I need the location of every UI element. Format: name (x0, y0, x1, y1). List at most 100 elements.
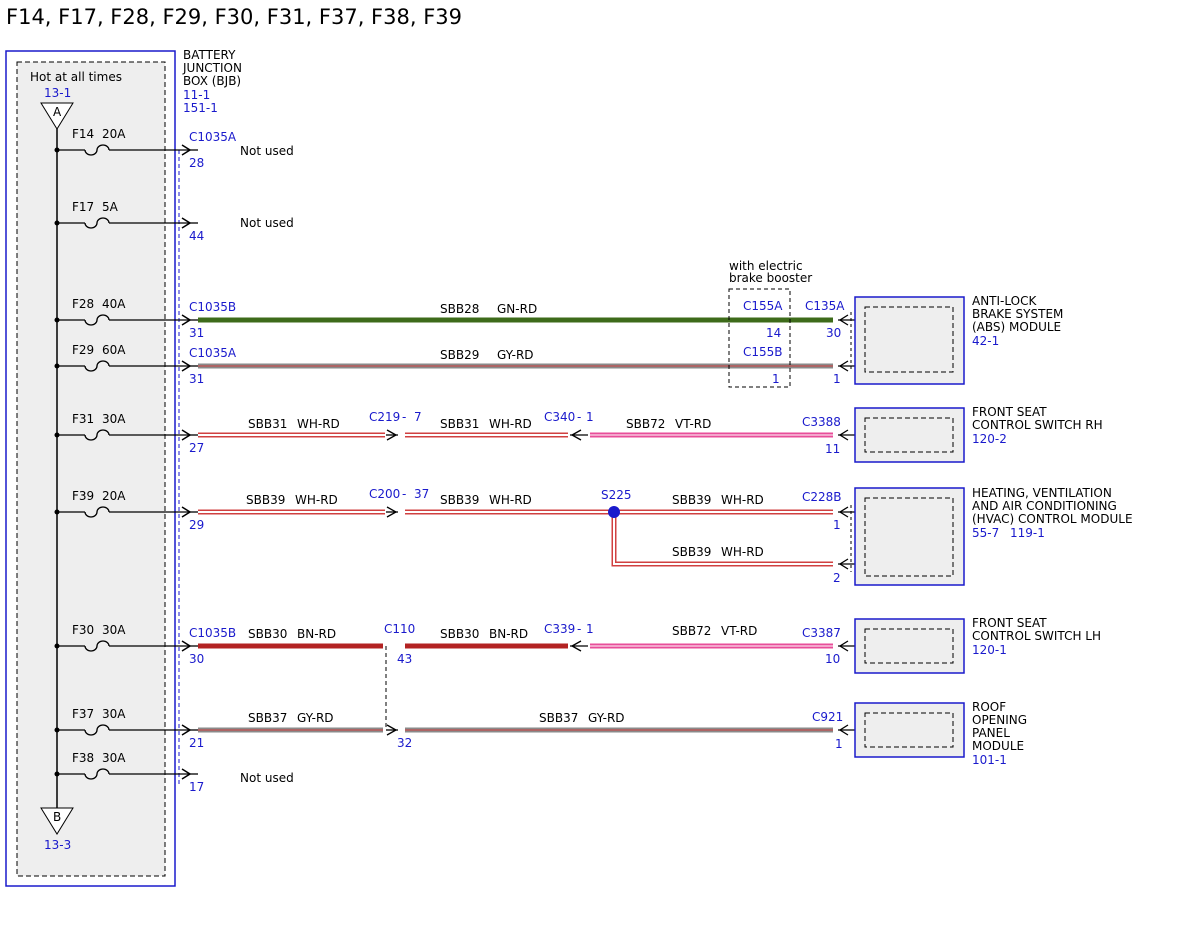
bjb-ref-1: 11-1 (183, 88, 210, 102)
splice-s225 (608, 506, 620, 518)
sbb39d-color: WH-RD (721, 545, 764, 559)
fuse-icon (84, 144, 110, 156)
sbb37b-circuit: SBB37 (539, 711, 578, 725)
c340-name: C340 (544, 410, 575, 424)
fuse-icon (84, 314, 110, 326)
c3388-name: C3388 (802, 415, 841, 429)
fuse-name: F31 (72, 412, 94, 426)
module-pins (838, 314, 855, 736)
fscs-lh-ref: 120-1 (972, 643, 1007, 657)
fuse-row-f37: F37 30A 21 (54, 707, 204, 750)
c219-sep: - (402, 410, 406, 424)
not-used-f17: Not used (240, 216, 294, 230)
fuse-name: F37 (72, 707, 94, 721)
bjb-connector-pin: 27 (189, 441, 204, 455)
bjb-name-3: BOX (BJB) (183, 74, 241, 88)
sbb29-color: GY-RD (497, 348, 534, 362)
c340-pin: 1 (586, 410, 594, 424)
fuse-name: F30 (72, 623, 94, 637)
fuse-rating: 30A (102, 707, 126, 721)
c155a-name: C155A (743, 299, 783, 313)
roof-name-3: PANEL (972, 726, 1010, 740)
source-letter-b: B (53, 810, 61, 824)
fscs-rh-name-2: CONTROL SWITCH RH (972, 418, 1103, 432)
hot-label: Hot at all times (30, 70, 122, 84)
bjb-ref-2: 151-1 (183, 101, 218, 115)
wire-sbb39-branch (611, 512, 833, 567)
hvac-name-1: HEATING, VENTILATION (972, 486, 1112, 500)
bottom-ref: 13-3 (44, 838, 71, 852)
c219-pin: 7 (414, 410, 422, 424)
bjb-connector-name: C1035B (189, 300, 236, 314)
fuse-icon (84, 724, 110, 736)
c200-sep: - (402, 487, 406, 501)
fuse-rating: 20A (102, 127, 126, 141)
bjb-connector-pin: 17 (189, 780, 204, 794)
c135a-pin-30: 30 (826, 326, 841, 340)
sbb39d-circuit: SBB39 (672, 545, 711, 559)
bjb-connector-pin: 21 (189, 736, 204, 750)
sbb39c-color: WH-RD (721, 493, 764, 507)
sbb72b-circuit: SBB72 (672, 624, 711, 638)
c3387-pin: 10 (825, 652, 840, 666)
fuse-icon (84, 217, 110, 229)
c200-name: C200 (369, 487, 400, 501)
sbb37a-circuit: SBB37 (248, 711, 287, 725)
fuse-icon (84, 429, 110, 441)
c155b-pin: 1 (772, 372, 780, 386)
sbb39c-circuit: SBB39 (672, 493, 711, 507)
bjb-connector-pin: 29 (189, 518, 204, 532)
fuse-icon (84, 640, 110, 652)
roof-name-2: OPENING (972, 713, 1027, 727)
sbb39b-circuit: SBB39 (440, 493, 479, 507)
sbb31b-circuit: SBB31 (440, 417, 479, 431)
c228b-pin-2: 2 (833, 571, 841, 585)
hvac-ref-2: 119-1 (1010, 526, 1045, 540)
c339-name: C339 (544, 622, 575, 636)
c339-pin: 1 (586, 622, 594, 636)
hvac-ref-1: 55-7 (972, 526, 999, 540)
hvac-name-3: (HVAC) CONTROL MODULE (972, 512, 1133, 526)
sbb31b-color: WH-RD (489, 417, 532, 431)
bjb-outline (5, 50, 176, 887)
hvac-name-2: AND AIR CONDITIONING (972, 499, 1117, 513)
c228b-pin-1: 1 (833, 518, 841, 532)
c110-pin2: 32 (397, 736, 412, 750)
c155-connector-box (728, 288, 791, 388)
c110-name: C110 (384, 622, 415, 636)
fscs-rh-ref: 120-2 (972, 432, 1007, 446)
inline-pins (386, 429, 588, 736)
c135a-name: C135A (805, 299, 845, 313)
fscs-lh-name-2: CONTROL SWITCH LH (972, 629, 1101, 643)
abs-module (854, 296, 965, 385)
c921-name: C921 (812, 710, 843, 724)
sbb31a-circuit: SBB31 (248, 417, 287, 431)
abs-name-3: (ABS) MODULE (972, 320, 1061, 334)
fuse-name: F29 (72, 343, 94, 357)
fscs-rh-name-1: FRONT SEAT (972, 405, 1047, 419)
top-ref: 13-1 (44, 86, 71, 100)
sbb39a-color: WH-RD (295, 493, 338, 507)
bjb-connector-pin: 44 (189, 229, 204, 243)
bjb-connector-name: C1035A (189, 130, 237, 144)
roof-name-4: MODULE (972, 739, 1024, 753)
c340-sep: - (577, 410, 581, 424)
roof-ref: 101-1 (972, 753, 1007, 767)
sbb39a-circuit: SBB39 (246, 493, 285, 507)
bjb-connector-name: C1035B (189, 626, 236, 640)
fscs-lh-name-1: FRONT SEAT (972, 616, 1047, 630)
sbb30b-color: BN-RD (489, 627, 528, 641)
fuse-rating: 60A (102, 343, 126, 357)
fuse-rating: 20A (102, 489, 126, 503)
sbb39b-color: WH-RD (489, 493, 532, 507)
c135a-pin-1: 1 (833, 372, 841, 386)
sbb30a-color: BN-RD (297, 627, 336, 641)
fuse-rating: 30A (102, 623, 126, 637)
fuse-icon (84, 360, 110, 372)
c3387-name: C3387 (802, 626, 841, 640)
